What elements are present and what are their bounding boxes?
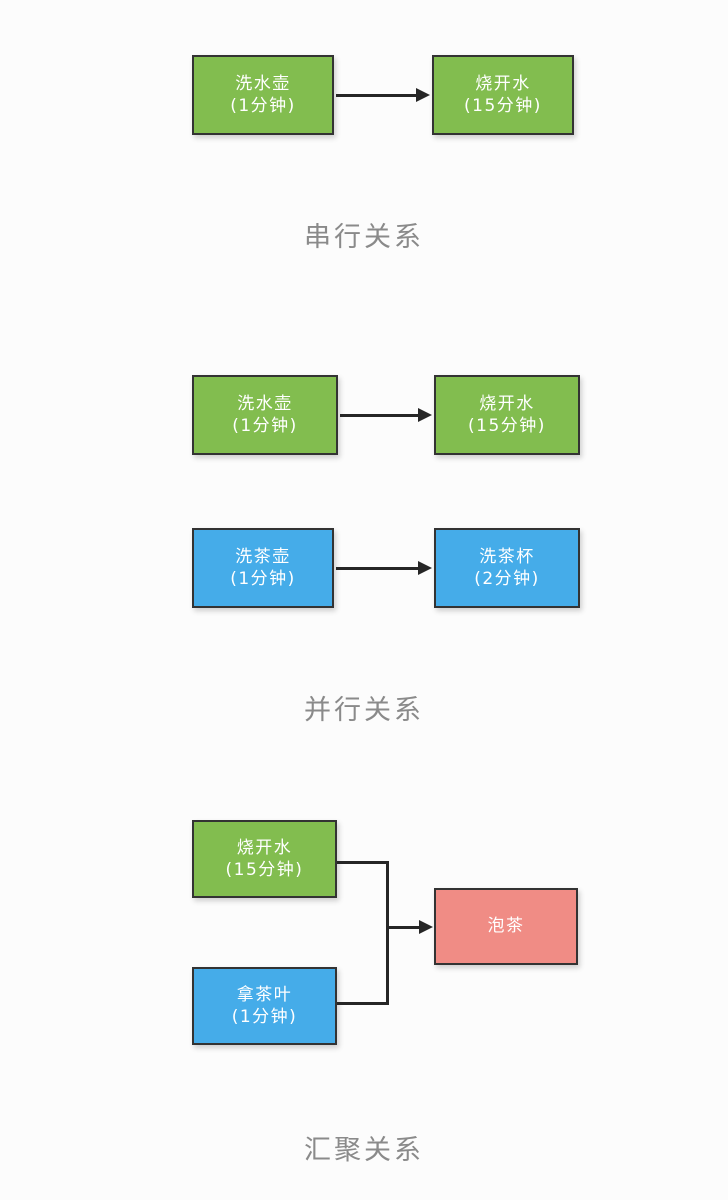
connector-serial-1 — [336, 94, 418, 97]
node-wash-kettle-serial[interactable]: 洗水壶 (1分钟) — [192, 55, 334, 135]
node-label-line1: 洗水壶 — [235, 73, 291, 94]
node-label-line2: (1分钟) — [232, 416, 298, 436]
caption-merge: 汇聚关系 — [304, 1135, 424, 1166]
node-boil-water-merge[interactable]: 烧开水 (15分钟) — [192, 820, 337, 898]
node-label-line1: 洗茶杯 — [479, 546, 535, 567]
node-label-line2: (15分钟) — [468, 416, 546, 436]
node-take-tea-leaves-merge[interactable]: 拿茶叶 (1分钟) — [192, 967, 337, 1045]
node-label-line1: 洗茶壶 — [235, 546, 291, 567]
node-wash-teapot-parallel[interactable]: 洗茶壶 (1分钟) — [192, 528, 334, 608]
node-wash-teacup-parallel[interactable]: 洗茶杯 (2分钟) — [434, 528, 580, 608]
node-label-line2: (1分钟) — [231, 1007, 298, 1027]
connector-merge-bus — [386, 861, 389, 1005]
node-label-line1: 烧开水 — [475, 73, 531, 94]
arrowhead-serial-1 — [416, 88, 430, 102]
node-label-line2: (15分钟) — [225, 860, 304, 880]
node-label-line1: 洗水壶 — [237, 393, 293, 414]
node-label-line2: (1分钟) — [230, 96, 296, 116]
node-label-line2: (15分钟) — [464, 96, 542, 116]
node-label-line1: 泡茶 — [487, 916, 525, 937]
caption-parallel: 并行关系 — [304, 695, 424, 726]
node-label-line1: 烧开水 — [236, 837, 293, 858]
connector-merge-out — [386, 926, 422, 929]
arrowhead-parallel-1 — [418, 408, 432, 422]
arrowhead-parallel-2 — [418, 561, 432, 575]
connector-parallel-1 — [340, 414, 420, 417]
caption-serial: 串行关系 — [304, 222, 424, 253]
arrowhead-merge-out — [419, 920, 433, 934]
node-label-line1: 烧开水 — [479, 393, 535, 414]
node-label-line2: (2分钟) — [474, 569, 540, 589]
connector-parallel-2 — [336, 567, 420, 570]
node-brew-tea-merge[interactable]: 泡茶 — [434, 888, 578, 965]
node-wash-kettle-parallel[interactable]: 洗水壶 (1分钟) — [192, 375, 338, 455]
node-boil-water-parallel[interactable]: 烧开水 (15分钟) — [434, 375, 580, 455]
node-boil-water-serial[interactable]: 烧开水 (15分钟) — [432, 55, 574, 135]
connector-merge-bottom — [337, 1002, 389, 1005]
connector-merge-top — [337, 861, 389, 864]
node-label-line2: (1分钟) — [230, 569, 296, 589]
node-label-line1: 拿茶叶 — [236, 984, 293, 1005]
